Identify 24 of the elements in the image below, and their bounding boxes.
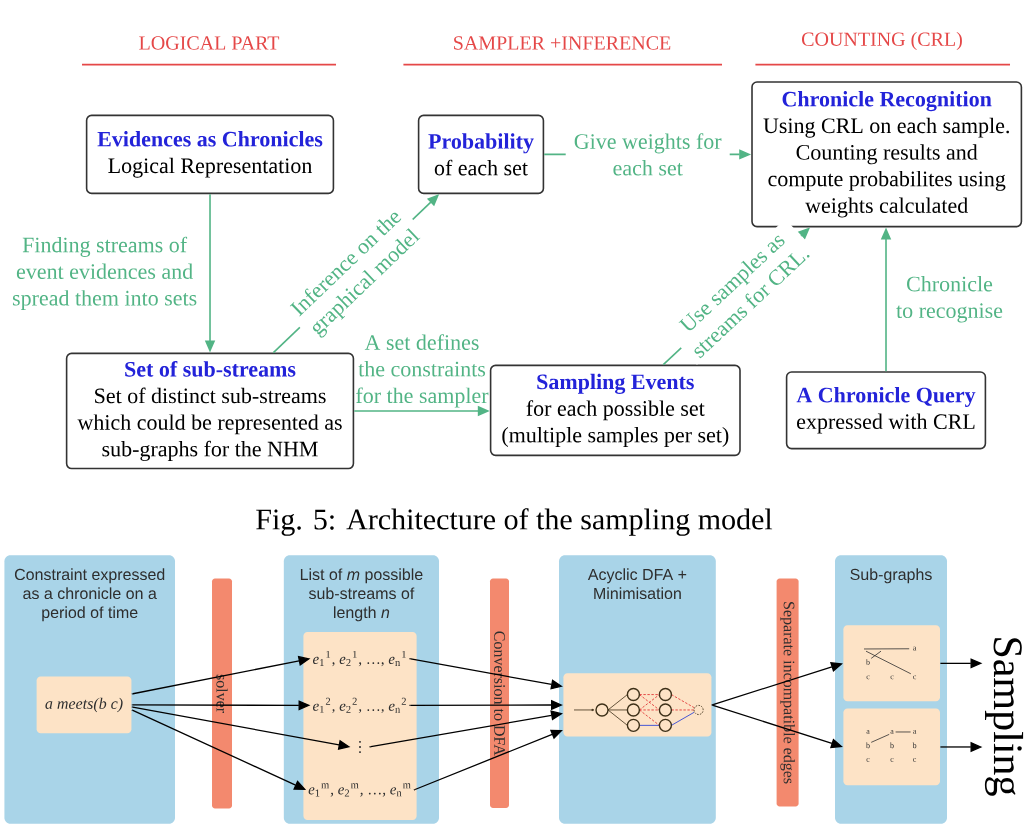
process-box: A Chronicle Query expressed with CRL — [785, 371, 987, 450]
edge-label: Give weights for each set — [565, 131, 730, 178]
edge-label: Chronicle to recognise — [896, 276, 1003, 323]
step-bar: Conversion to DFA — [490, 578, 509, 808]
formula-box: a meets(b c) — [36, 676, 132, 734]
figure-caption: Fig. 5: Architecture of the sampling model — [256, 508, 773, 536]
process-box: Evidences as Chronicles Logical Representation — [85, 114, 335, 195]
arrow — [711, 662, 843, 706]
list-box — [303, 632, 417, 820]
step-bar: Separate incompatible edges — [776, 578, 799, 807]
inset-box — [843, 625, 940, 702]
section-heading: LOGICAL PART — [139, 36, 280, 50]
section-heading: COUNTING (CRL) — [802, 31, 962, 51]
edge-label: Finding streams of event evidences and spread them into sets — [12, 236, 197, 311]
output-text: Sampling — [984, 638, 1024, 796]
process-box: Chronicle Recognition Using CRL on each sample. Counting results and compute probabilites using weights calculated — [751, 81, 1023, 228]
process-box: Probability of each set — [417, 114, 545, 195]
step-bar: solver — [212, 578, 232, 809]
process-box: Sampling Events for each possible set (multiple samples per set) — [489, 364, 741, 457]
process-box: Set of sub-streams Set of distinct sub-streams which could be represented as sub-graphs for the NHM — [65, 352, 355, 470]
section-heading: SAMPLER +INFERENCE — [454, 36, 671, 50]
arrow — [413, 729, 563, 791]
inset-box — [843, 708, 940, 786]
arrow — [711, 704, 843, 749]
